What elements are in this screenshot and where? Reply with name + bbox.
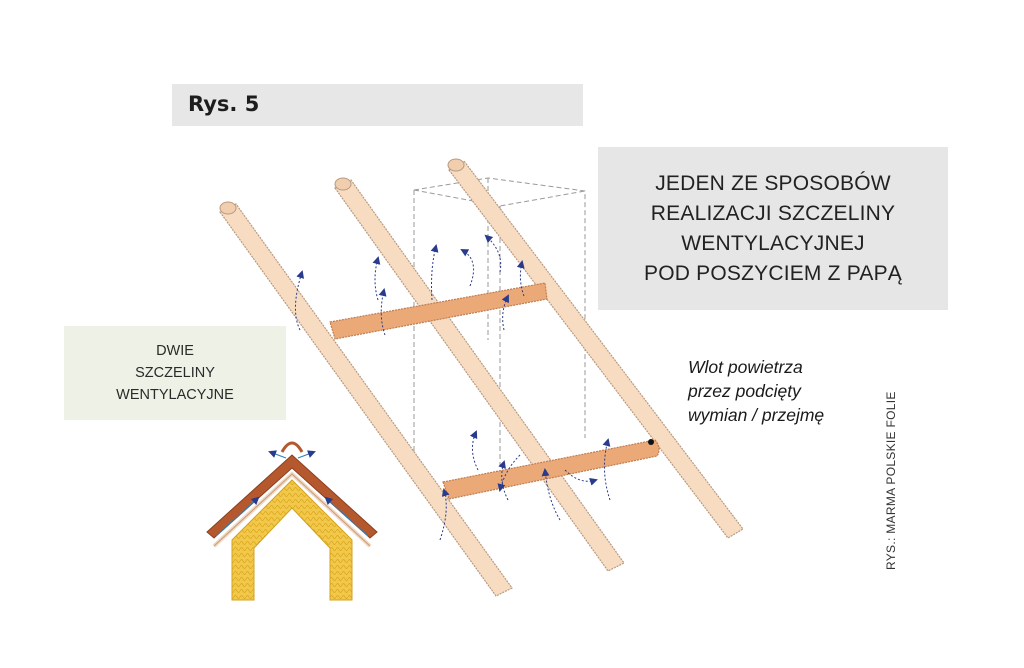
rafter-3 <box>447 158 744 539</box>
roof-cross-section <box>206 441 378 601</box>
rafter-1 <box>219 201 513 597</box>
inlet-line-3: wymian / przejmę <box>688 405 825 425</box>
ventilation-gaps-label: DWIE SZCZELINY WENTYLACYJNE <box>64 326 286 420</box>
upper-trimmer <box>329 282 548 340</box>
gaps-line-2: SZCZELINY <box>135 365 215 381</box>
figure-label: Rys. 5 <box>188 92 260 116</box>
title-line-2: REALIZACJI SZCZELINY <box>650 201 896 225</box>
gaps-line-3: WENTYLACYJNE <box>116 387 234 403</box>
title-box: JEDEN ZE SPOSOBÓW REALIZACJI SZCZELINY W… <box>598 147 948 310</box>
title-line-4: POD POSZYCIEM Z PAPĄ <box>644 261 902 285</box>
airflow-arrows <box>295 234 611 541</box>
inlet-line-1: Wlot powietrza <box>688 357 803 377</box>
figure-label-box: Rys. 5 <box>172 84 583 126</box>
title-line-1: JEDEN ZE SPOSOBÓW <box>655 171 891 195</box>
air-inlet-annotation: Wlot powietrza przez podcięty wymian / p… <box>688 355 824 427</box>
gaps-line-1: DWIE <box>156 343 194 359</box>
title-line-3: WENTYLACYJNEJ <box>681 231 865 255</box>
rafter-2 <box>334 177 625 572</box>
inlet-line-2: przez podcięty <box>688 381 801 401</box>
